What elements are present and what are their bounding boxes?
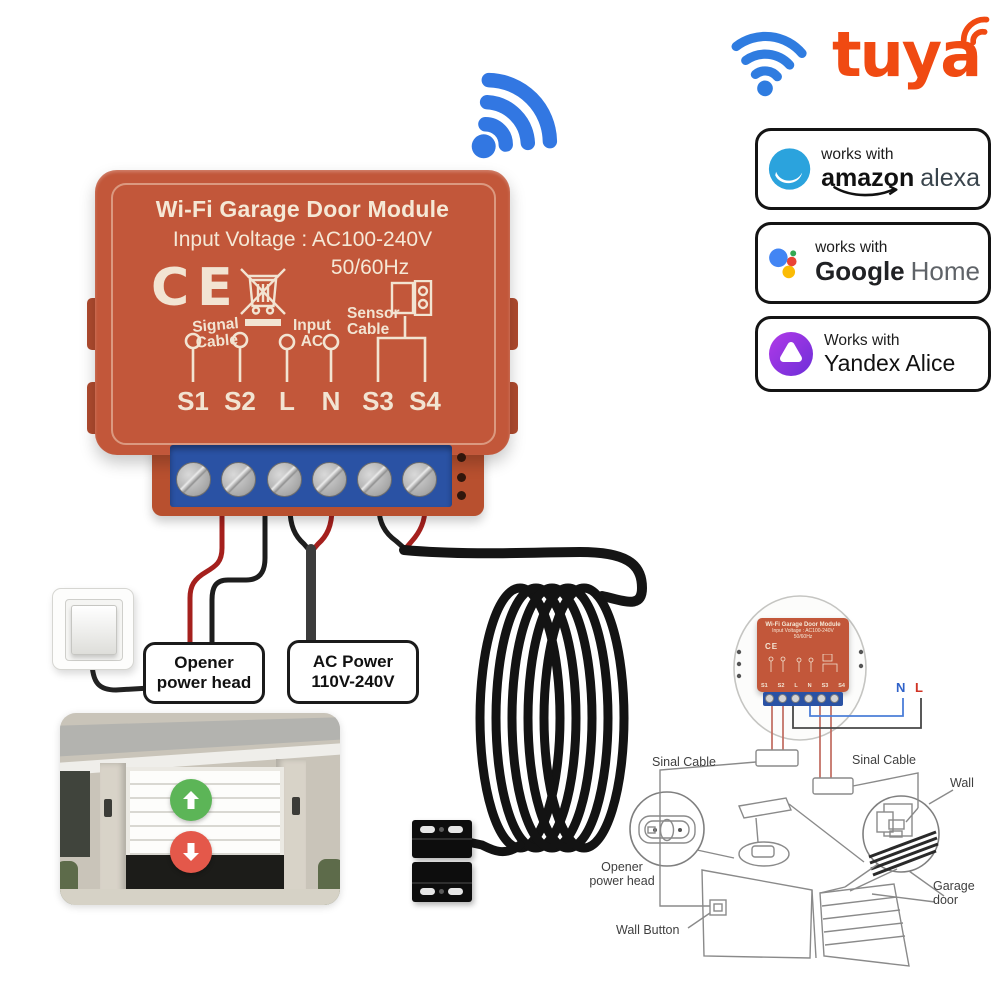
- mini-terminals: S1 S2 L N S3 S4: [761, 683, 845, 689]
- badge-amazon-alexa: works with amazon alexa: [755, 128, 991, 210]
- door-close-indicator: [170, 831, 212, 873]
- photo-pillar-left: [100, 763, 126, 905]
- wifi-module-icon: [471, 72, 558, 159]
- live-label: L: [915, 680, 923, 695]
- mini-terminal-block: [763, 692, 843, 706]
- module-frequency: 50/60Hz: [330, 256, 410, 279]
- signal-cable-right-label: Sinal Cable: [852, 753, 916, 767]
- sensor-cable-feed: [399, 545, 648, 607]
- diagram-opener-label: Opener power head: [589, 860, 655, 889]
- light-switch: [52, 588, 134, 670]
- module-voltage: Input Voltage : AC100-240V: [172, 228, 433, 251]
- sensor-connector-icon: [390, 280, 433, 316]
- terminal-s4: S4: [409, 386, 441, 416]
- garage-door-module: Wi-Fi Garage Door Module Input Voltage :…: [87, 170, 518, 520]
- photo-driveway: [60, 889, 340, 905]
- terminal-s2: S2: [224, 386, 256, 416]
- signal-cable-left-label: Sinal Cable: [652, 755, 716, 769]
- terminal-pins: [184, 316, 427, 382]
- input-ac-label: Input AC: [293, 317, 331, 351]
- photo-lamp-right: [292, 797, 300, 815]
- home-wordmark: Home: [910, 256, 980, 287]
- garage-photo: [60, 713, 340, 905]
- tuya-signal-icon: [960, 16, 990, 46]
- badge-prefix: Works with: [824, 331, 900, 349]
- sensor-cable-exit: [463, 837, 525, 857]
- terminal-n: N: [321, 386, 341, 416]
- yandex-alice-icon: [769, 332, 813, 376]
- terminal-screw: [357, 462, 392, 497]
- terminal-screw: [402, 462, 437, 497]
- amazon-smile-icon: [833, 185, 898, 197]
- tuya-wordmark: tuya: [832, 18, 982, 91]
- module-mount-hole: [457, 491, 466, 500]
- tuya-logo: tuya: [832, 16, 990, 91]
- sensor-cable-label: Sensor Cable: [347, 305, 400, 339]
- module-mount-hole: [457, 453, 466, 462]
- switch-rocker: [71, 605, 117, 655]
- badge-google-home: works with Google Home: [755, 222, 991, 304]
- terminal-l: L: [279, 386, 295, 416]
- alexa-wordmark: alexa: [920, 164, 980, 192]
- mini-module: Wi-Fi Garage Door Module Input Voltage :…: [757, 618, 849, 692]
- module-body: [95, 170, 510, 455]
- mini-terminal-pins: [768, 654, 838, 672]
- neutral-label: N: [896, 680, 906, 695]
- photo-lamp-left: [104, 799, 112, 817]
- amazon-wordmark: amazon: [821, 164, 915, 192]
- terminal-screw: [312, 462, 347, 497]
- wifi-icon: [731, 31, 807, 97]
- door-open-indicator: [170, 779, 212, 821]
- magnetic-door-sensor-top: [412, 820, 472, 858]
- photo-window: [60, 771, 90, 857]
- module-outline: [111, 183, 496, 445]
- yandex-alice-wordmark: Yandex Alice: [824, 350, 956, 377]
- module-title: Wi-Fi Garage Door Module: [155, 196, 450, 222]
- opener-callout: Opener power head: [143, 642, 265, 704]
- alexa-icon: [768, 148, 811, 190]
- google-assistant-icon: [769, 248, 797, 279]
- wall-label: Wall: [950, 776, 974, 790]
- wall-button-label: Wall Button: [616, 923, 680, 937]
- terminal-screw: [221, 462, 256, 497]
- wire-s2-black: [209, 505, 268, 655]
- badge-yandex-alice: Works with Yandex Alice: [755, 316, 991, 392]
- wire-s1-red: [187, 505, 225, 655]
- badge-prefix: works with: [815, 239, 888, 257]
- terminal-screw: [267, 462, 302, 497]
- terminal-screw: [176, 462, 211, 497]
- terminal-s1: S1: [177, 386, 209, 416]
- terminal-s3: S3: [362, 386, 394, 416]
- mini-ce-mark: CE: [765, 642, 779, 651]
- weee-icon: [240, 268, 286, 326]
- arrow-down-icon: [183, 843, 199, 861]
- ac-power-callout: AC Power 110V-240V: [287, 640, 419, 704]
- google-wordmark: Google: [815, 256, 905, 287]
- module-mount-hole: [457, 473, 466, 482]
- garage-door-label: Garage door: [933, 879, 975, 908]
- arrow-up-icon: [183, 791, 199, 809]
- badge-prefix: works with: [821, 145, 894, 163]
- magnetic-door-sensor-bottom: [412, 862, 472, 902]
- opener-magnifier: [629, 791, 705, 867]
- ce-mark-icon: CE: [151, 258, 241, 318]
